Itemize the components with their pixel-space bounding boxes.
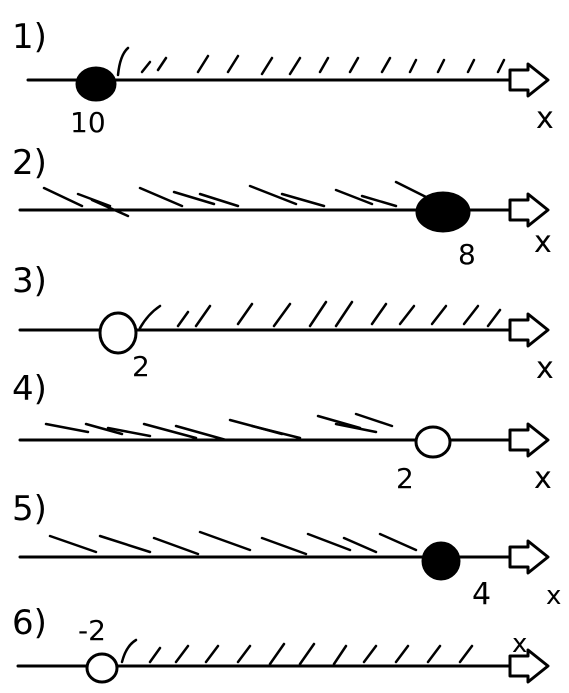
point-label: 2 bbox=[132, 350, 150, 383]
problem-number: 6) bbox=[12, 603, 47, 643]
axis-label: x bbox=[534, 225, 552, 260]
shading-hatch bbox=[138, 300, 502, 330]
open-point bbox=[98, 311, 138, 355]
problem-1: 1) 10 x bbox=[12, 17, 554, 139]
open-point bbox=[85, 652, 119, 684]
closed-point bbox=[415, 191, 471, 233]
point-label: 8 bbox=[458, 238, 476, 271]
problem-3: 3) 2 x bbox=[12, 261, 554, 386]
problem-number: 3) bbox=[12, 261, 47, 301]
shading-hatch bbox=[44, 412, 394, 442]
axis-label: x bbox=[536, 351, 554, 386]
problem-6: 6) -2 x bbox=[12, 603, 550, 684]
arrow-icon bbox=[508, 192, 550, 228]
axis-label: x bbox=[534, 461, 552, 496]
point-label: 2 bbox=[396, 462, 414, 495]
problem-5: 5) 4 x bbox=[12, 489, 561, 612]
point-label: -2 bbox=[78, 614, 106, 647]
problem-number: 5) bbox=[12, 489, 47, 529]
problem-number: 4) bbox=[12, 369, 47, 409]
closed-point bbox=[421, 541, 461, 581]
shading-hatch bbox=[42, 180, 430, 218]
problem-4: 4) 2 x bbox=[12, 369, 552, 496]
point-label: 10 bbox=[70, 106, 106, 139]
axis-label: x bbox=[546, 581, 561, 611]
arrow-icon bbox=[508, 312, 550, 348]
open-point bbox=[414, 425, 452, 459]
point-label: 4 bbox=[472, 577, 491, 612]
problem-2: 2) 8 x bbox=[12, 143, 552, 271]
shading-hatch bbox=[116, 46, 506, 77]
shading-hatch bbox=[48, 530, 418, 556]
shading-hatch bbox=[120, 638, 474, 666]
closed-point bbox=[75, 66, 117, 102]
arrow-icon bbox=[508, 539, 550, 575]
problem-number: 2) bbox=[12, 143, 47, 183]
axis-label: x bbox=[536, 101, 554, 136]
arrow-icon bbox=[508, 648, 550, 684]
problem-number: 1) bbox=[12, 17, 47, 57]
axis-label: x bbox=[512, 629, 527, 659]
arrow-icon bbox=[508, 422, 550, 458]
arrow-icon bbox=[508, 62, 550, 98]
